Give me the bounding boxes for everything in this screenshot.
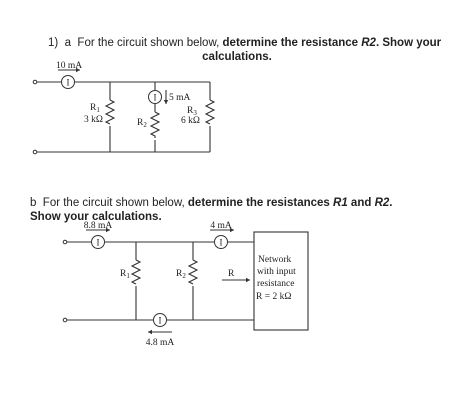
c1-branch-arrowhead [163, 100, 169, 104]
circuit-2: Network with input resistance R = 2 kΩ R… [62, 221, 309, 348]
c1-r1-sub: 1 [96, 106, 100, 114]
c1-main-current: 10 mA [56, 61, 82, 71]
question-bold-r1: R1 [333, 197, 348, 209]
c2-r-label: R [228, 269, 235, 279]
c1-r1-label: R1 [90, 103, 100, 114]
c2-network-line3: resistance [257, 279, 294, 289]
question-prefix: For the circuit shown below, [42, 197, 185, 209]
question-bold-r2: R2 [374, 197, 390, 209]
question-bold-r: R2 [361, 37, 376, 49]
c2-ammeter-main [91, 235, 105, 249]
c2-r1-name: R [120, 269, 127, 279]
question-bold-1: determine the resistance [222, 37, 359, 49]
c1-r2-label: R2 [137, 118, 147, 129]
c1-r3-label: R3 [187, 106, 197, 117]
c2-network-line2: with input [257, 267, 296, 277]
c1-r3-resistor [204, 99, 216, 125]
c2-r1-label: R1 [120, 269, 130, 280]
c2-network-line4: R = 2 kΩ [256, 292, 291, 302]
circuit-1: I 10 mA I 5 mA R1 3 kΩ R2 R3 6 kΩ [32, 61, 216, 155]
c2-main-arrowhead [106, 227, 110, 233]
c1-ammeter-branch-symbol: I [154, 93, 157, 103]
c1-r2-sub: 2 [143, 121, 147, 129]
question-bold-and: and [350, 197, 372, 209]
c1-ammeter-branch [148, 90, 162, 104]
c1-r2-name: R [137, 118, 144, 128]
c2-network-arrowhead [230, 227, 234, 233]
c2-bottom-current: 4.8 mA [146, 338, 175, 348]
c2-r1-resistor [130, 259, 142, 285]
question-1-text: 1) a For the circuit shown below, determ… [22, 36, 452, 64]
question-line-2: calculations. [202, 51, 272, 63]
c2-network-current: 4 mA [210, 221, 232, 231]
c2-main-current: 8.8 mA [84, 221, 113, 231]
c2-ammeter-main-symbol: I [97, 238, 100, 248]
question-bold-end: . [389, 197, 393, 209]
c2-ammeter-network [214, 235, 228, 249]
c1-ammeter-main [61, 75, 75, 89]
c2-bottom-arrowhead [148, 329, 152, 335]
c2-terminal-top [62, 239, 68, 245]
c2-network-line1: Network [258, 255, 291, 265]
c1-r3-sub: 3 [193, 109, 197, 117]
c2-r-arrowhead [246, 277, 250, 283]
question-prefix: For the circuit shown below, [77, 37, 220, 49]
c2-ammeter-bottom [153, 313, 167, 327]
c1-terminal-top [32, 79, 38, 85]
question-2-text: b For the circuit shown below, determine… [30, 196, 450, 224]
c1-r3-value: 6 kΩ [181, 116, 200, 126]
c1-branch-current: 5 mA [169, 93, 191, 103]
c1-r1-resistor [104, 99, 116, 125]
c2-r2-name: R [176, 269, 183, 279]
c1-main-arrowhead [76, 67, 80, 73]
c1-r1-name: R [90, 103, 97, 113]
part-label: b [30, 197, 37, 209]
c2-network-box [253, 231, 309, 331]
c2-r2-sub: 2 [182, 272, 186, 280]
question-bold-1: determine the resistances [187, 197, 330, 209]
question-number: 1) [48, 37, 59, 49]
c2-terminal-bottom [62, 317, 68, 323]
c1-terminal-bottom [32, 149, 38, 155]
c2-r1-sub: 1 [126, 272, 130, 280]
c2-ammeter-bottom-symbol: I [159, 316, 162, 326]
c1-r3-name: R [187, 106, 194, 116]
question-bold-2: . Show your [375, 37, 442, 49]
c2-r2-resistor [187, 259, 199, 285]
c1-ammeter-main-symbol: I [67, 78, 70, 88]
c2-r2-label: R2 [176, 269, 186, 280]
c1-r1-value: 3 kΩ [84, 115, 103, 125]
c2-ammeter-network-symbol: I [220, 238, 223, 248]
part-label: a [64, 37, 72, 49]
question-line-2: Show your calculations. [30, 211, 162, 223]
c1-r2-resistor [149, 111, 161, 138]
